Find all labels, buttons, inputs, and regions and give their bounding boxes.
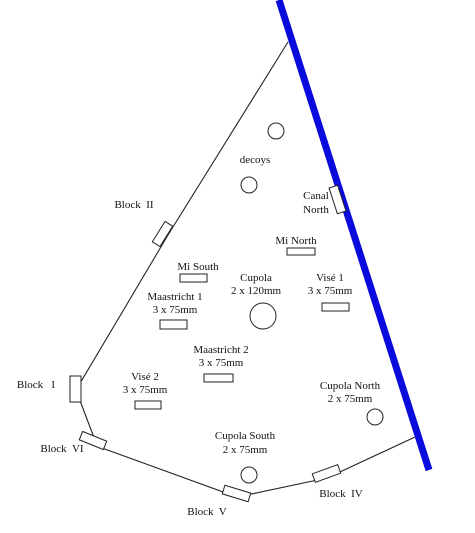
block-vi-box xyxy=(78,430,108,451)
mi-north-box xyxy=(286,247,316,256)
decoy-dome-1 xyxy=(267,122,285,140)
cupola-label-line2: 2 x 120mm xyxy=(231,285,282,297)
mi-south-label: Mi South xyxy=(177,261,219,273)
mi-north-label: Mi North xyxy=(275,235,317,247)
block-v-label: Block V xyxy=(187,506,227,518)
block-iv-box xyxy=(311,464,342,483)
maastricht-1-box xyxy=(159,319,188,330)
vise-1-label-line1: Visé 1 xyxy=(316,272,344,284)
vise-2-label-line2: 3 x 75mm xyxy=(123,384,168,396)
vise-1-box xyxy=(321,302,350,312)
block-i-label: Block I xyxy=(17,379,56,391)
block-ii-label: Block II xyxy=(114,199,153,211)
block-ii-box xyxy=(151,220,174,248)
cupola-south-label-line2: 2 x 75mm xyxy=(223,444,268,456)
cupola-south-label-line1: Cupola South xyxy=(215,430,276,442)
cupola-120mm-dome xyxy=(249,302,277,330)
block-iv-label: Block IV xyxy=(319,488,362,500)
canal-north-label-line1: Canal xyxy=(303,190,329,202)
maastricht-2-box xyxy=(203,373,234,383)
mi-south-box xyxy=(179,273,208,283)
cupola-south-dome xyxy=(240,466,258,484)
block-v-box xyxy=(221,484,252,503)
block-vi-label: Block VI xyxy=(40,443,84,455)
cupola-label-line1: Cupola xyxy=(240,272,272,284)
cupola-north-label-line1: Cupola North xyxy=(320,380,381,392)
decoy-dome-2 xyxy=(240,176,258,194)
maastricht-1-label-line1: Maastricht 1 xyxy=(147,291,202,303)
vise-1-label-line2: 3 x 75mm xyxy=(308,285,353,297)
maastricht-1-label-line2: 3 x 75mm xyxy=(153,304,198,316)
canal-line xyxy=(275,0,433,472)
decoys-label: decoys xyxy=(240,154,271,166)
cupola-north-label-line2: 2 x 75mm xyxy=(328,393,373,405)
vise-2-label-line1: Visé 2 xyxy=(131,371,159,383)
maastricht-2-label-line2: 3 x 75mm xyxy=(199,357,244,369)
canal-north-label-line2: North xyxy=(303,204,329,216)
vise-2-box xyxy=(134,400,162,410)
canal-north-block-box xyxy=(328,184,347,215)
block-i-box xyxy=(69,375,82,403)
maastricht-2-label-line1: Maastricht 2 xyxy=(193,344,248,356)
cupola-north-dome xyxy=(366,408,384,426)
